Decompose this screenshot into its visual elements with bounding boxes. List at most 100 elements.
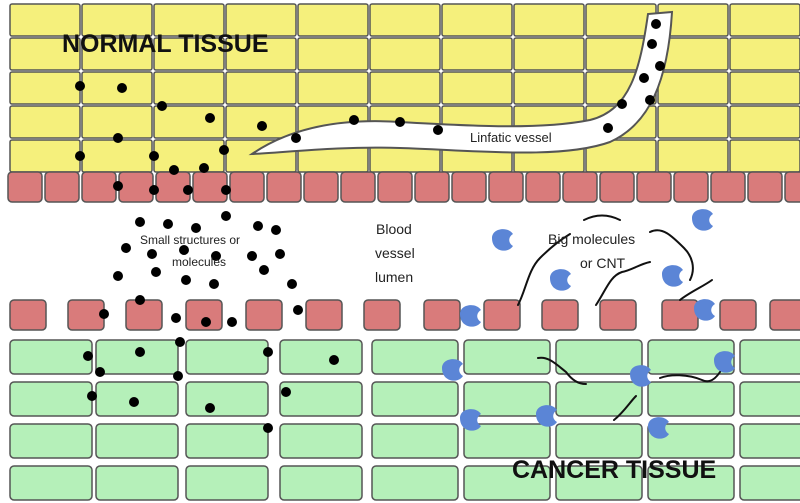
endothelial-cell (378, 172, 412, 202)
small-molecule (117, 83, 127, 93)
normal-cell (226, 72, 296, 104)
cancer-cell (186, 424, 268, 458)
endothelial-cell (563, 172, 597, 202)
endothelial-cell (452, 172, 486, 202)
cancer-cell (740, 340, 800, 374)
normal-cell (730, 4, 800, 36)
normal-cell (514, 38, 584, 70)
small-molecule (113, 271, 123, 281)
small-molecule (205, 403, 215, 413)
endothelial-cell (10, 300, 46, 330)
endothelial-cell (484, 300, 520, 330)
small-molecule (433, 125, 443, 135)
normal-cell (370, 4, 440, 36)
small-molecule (95, 367, 105, 377)
endothelial-cell (267, 172, 301, 202)
endothelial-cell (246, 300, 282, 330)
normal-cell (730, 72, 800, 104)
endothelial-cell (720, 300, 756, 330)
normal-cell (154, 106, 224, 138)
endothelial-cell (674, 172, 708, 202)
small-molecule (75, 81, 85, 91)
cancer-cell (740, 424, 800, 458)
endothelial-cell (600, 172, 634, 202)
small-molecule (263, 347, 273, 357)
small-molecule (191, 223, 201, 233)
normal-cell (298, 72, 368, 104)
big-molecules-label-line2: or CNT (580, 255, 626, 271)
cancer-cell (740, 382, 800, 416)
small-molecule (275, 249, 285, 259)
endothelial-cell (542, 300, 578, 330)
endothelial-cell (230, 172, 264, 202)
cancer-cell (280, 382, 362, 416)
normal-cell (730, 106, 800, 138)
endothelial-cell (341, 172, 375, 202)
normal-cell (658, 72, 728, 104)
cancer-cell (186, 466, 268, 500)
normal-cell (10, 140, 80, 172)
small-molecule (99, 309, 109, 319)
cancer-cell (96, 340, 178, 374)
endothelial-cell (68, 300, 104, 330)
small-molecule (291, 133, 301, 143)
small-molecule (183, 185, 193, 195)
endothelial-cell (304, 172, 338, 202)
normal-cell (370, 38, 440, 70)
small-molecule (651, 19, 661, 29)
endothelial-cell (45, 172, 79, 202)
small-molecule (639, 73, 649, 83)
normal-cell (10, 106, 80, 138)
small-molecule (157, 101, 167, 111)
small-molecule (181, 275, 191, 285)
small-molecule (219, 145, 229, 155)
small-molecule (129, 397, 139, 407)
lymphatic-vessel-label: Linfatic vessel (470, 130, 552, 145)
normal-cell (442, 72, 512, 104)
small-structures-label-line1: Small structures or (140, 233, 240, 247)
bottom-endothelial-layer (10, 300, 800, 330)
endothelial-cell (126, 300, 162, 330)
small-molecule (221, 185, 231, 195)
cancer-cell (556, 424, 642, 458)
small-molecule (149, 151, 159, 161)
big-molecule (662, 265, 683, 287)
small-structures-label-line2: molecules (172, 255, 226, 269)
small-molecule (603, 123, 613, 133)
big-molecule (550, 269, 571, 291)
small-molecule (151, 267, 161, 277)
normal-cell (730, 140, 800, 172)
normal-cell (298, 38, 368, 70)
endothelial-cell (415, 172, 449, 202)
small-molecule (349, 115, 359, 125)
normal-cell (442, 38, 512, 70)
small-molecule (293, 305, 303, 315)
normal-tissue-title: NORMAL TISSUE (62, 30, 269, 58)
small-molecule (87, 391, 97, 401)
cancer-cell (186, 382, 268, 416)
small-molecule (257, 121, 267, 131)
small-molecule (205, 113, 215, 123)
small-molecule (647, 39, 657, 49)
small-molecule (175, 337, 185, 347)
small-molecule (173, 371, 183, 381)
small-molecule (171, 313, 181, 323)
small-molecule (259, 265, 269, 275)
small-molecule (201, 317, 211, 327)
small-molecule (271, 225, 281, 235)
endothelial-cell (637, 172, 671, 202)
big-molecules-label-line1: Big molecules (548, 231, 635, 247)
cancer-cell (372, 424, 458, 458)
cancer-cell (372, 466, 458, 500)
endothelial-cell (8, 172, 42, 202)
normal-cell (658, 140, 728, 172)
normal-cell (730, 38, 800, 70)
cancer-cell (10, 466, 92, 500)
normal-cell (154, 72, 224, 104)
big-molecule (692, 209, 713, 231)
cancer-tissue-title: CANCER TISSUE (512, 456, 716, 484)
small-molecule (113, 133, 123, 143)
top-endothelial-layer (8, 172, 800, 202)
blood-vessel-label-line3: lumen (375, 269, 413, 285)
cancer-cell (10, 340, 92, 374)
